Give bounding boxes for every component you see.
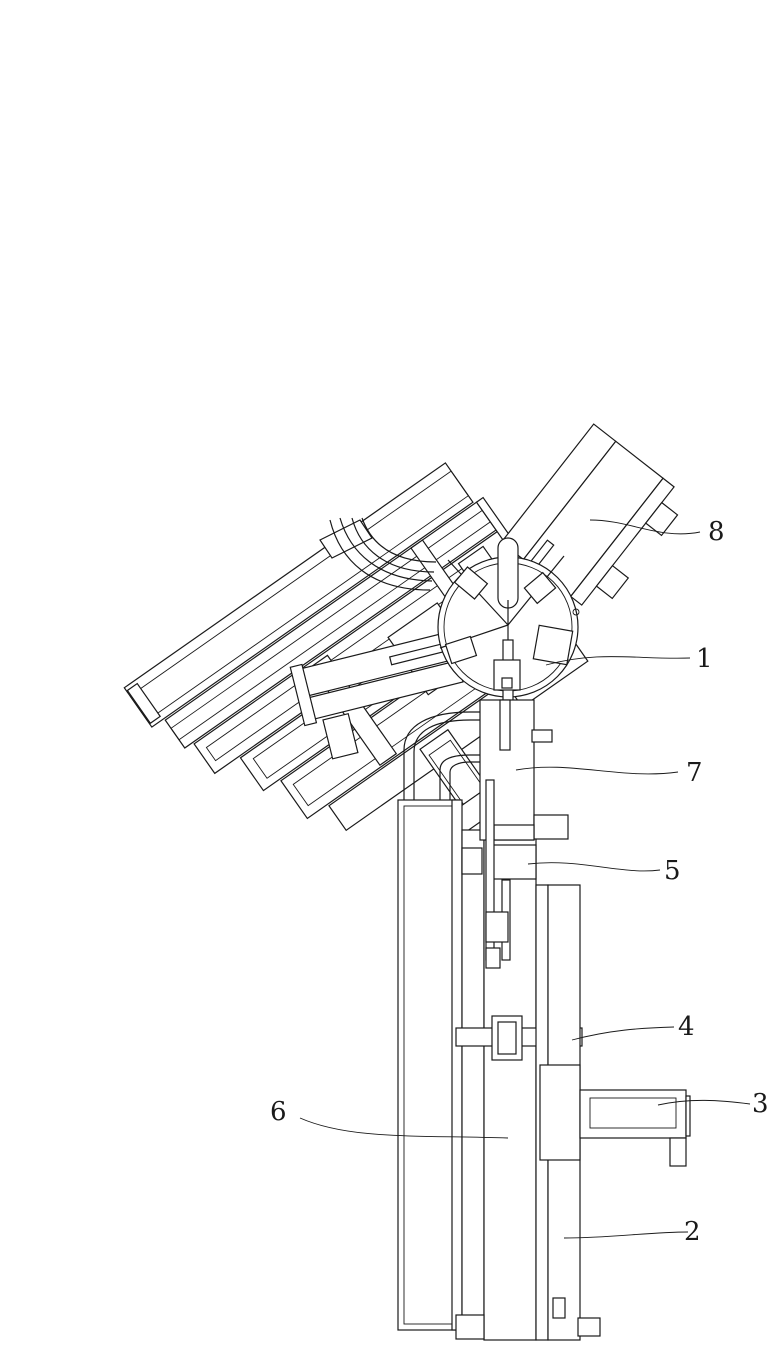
leader-5 [528, 863, 660, 871]
callout-2: 2 [684, 1217, 701, 1247]
leader-4 [572, 1027, 674, 1040]
callout-8: 8 [708, 517, 725, 547]
callout-4: 4 [678, 1012, 695, 1042]
callout-3: 3 [752, 1089, 769, 1119]
callout-5: 5 [664, 856, 681, 886]
callout-1: 1 [696, 644, 713, 674]
leader-2 [564, 1232, 688, 1238]
lower-vertical-assembly [398, 700, 690, 1340]
callout-7: 7 [686, 758, 703, 788]
callout-6: 6 [270, 1097, 287, 1127]
leader-7 [516, 767, 678, 774]
